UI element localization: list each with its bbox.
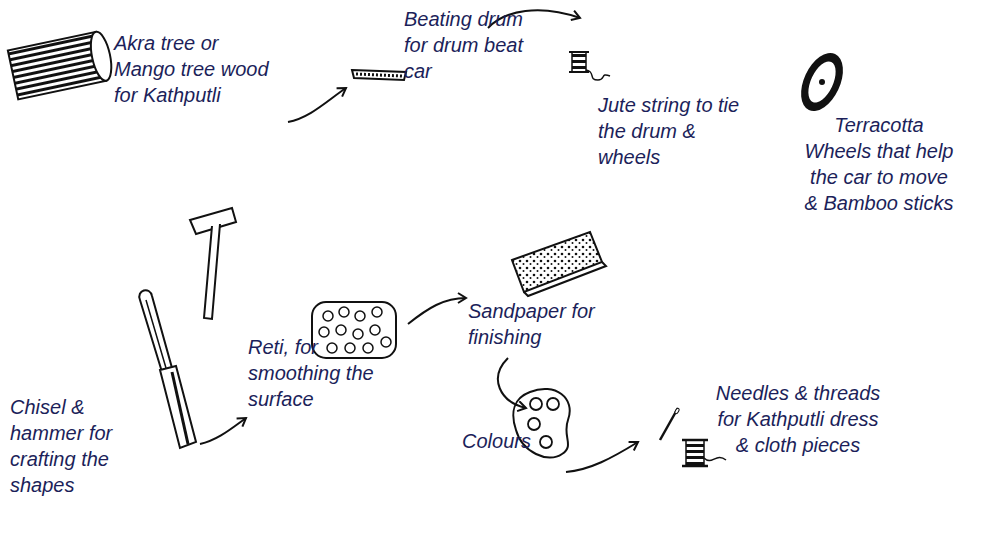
- material-label: Akra tree or Mango tree wood for Kathput…: [114, 30, 284, 108]
- jute-spool: [569, 52, 610, 80]
- needle-thread: [660, 408, 726, 466]
- drum-stick: [352, 70, 406, 80]
- tool-label: Sandpaper for finishing: [468, 298, 598, 350]
- tool-label: Colours: [462, 428, 552, 454]
- material-label: Terracotta Wheels that help the car to m…: [804, 112, 954, 216]
- sandpaper: [512, 232, 606, 296]
- terracotta-wheel: [793, 46, 852, 117]
- tool-label: Chisel & hammer for crafting the shapes: [10, 394, 140, 498]
- material-label: Beating drum for drum beat car: [404, 6, 536, 84]
- material-label: Needles & threads for Kathputli dress & …: [708, 380, 888, 458]
- reti-rasp: [312, 302, 396, 358]
- tool-label: Reti, for smoothing the surface: [248, 334, 398, 412]
- chisel: [139, 290, 196, 448]
- material-label: Jute string to tie the drum & wheels: [598, 92, 748, 170]
- hammer: [190, 208, 236, 319]
- wood-log: [8, 30, 115, 99]
